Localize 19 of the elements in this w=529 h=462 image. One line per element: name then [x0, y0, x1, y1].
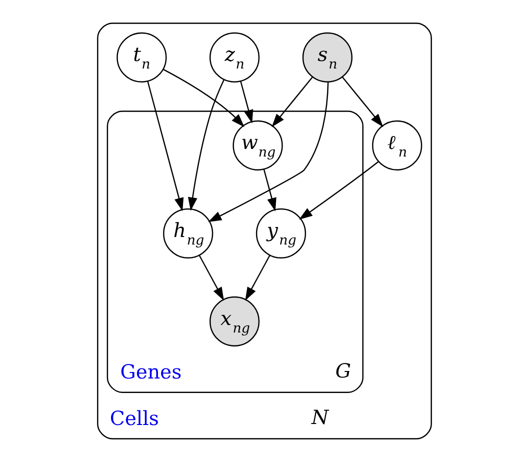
- node-circle: z$_{n}$: [210, 32, 260, 82]
- arrow: [147, 81, 184, 212]
- arrow: [208, 82, 329, 222]
- node-circle: w$_{ng}$: [232, 120, 283, 170]
- arrow: [240, 80, 254, 124]
- node-circle: h$_{ng}$: [163, 208, 214, 258]
- arrow: [298, 161, 379, 220]
- node-circle: y$_{ng}$: [256, 208, 306, 258]
- arrow: [198, 255, 224, 301]
- node-circle: ℓ$_{n}$: [372, 120, 422, 170]
- arrow: [245, 255, 270, 301]
- node-circle: t$_{n}$: [116, 32, 167, 82]
- arrow: [263, 168, 276, 212]
- arrow: [162, 68, 244, 128]
- arrow: [188, 79, 224, 211]
- node-circle: x$_{ng}$: [210, 296, 260, 346]
- arrow: [342, 76, 384, 128]
- arrow: [272, 76, 313, 128]
- node-circle: s$_{n}$: [302, 32, 352, 82]
